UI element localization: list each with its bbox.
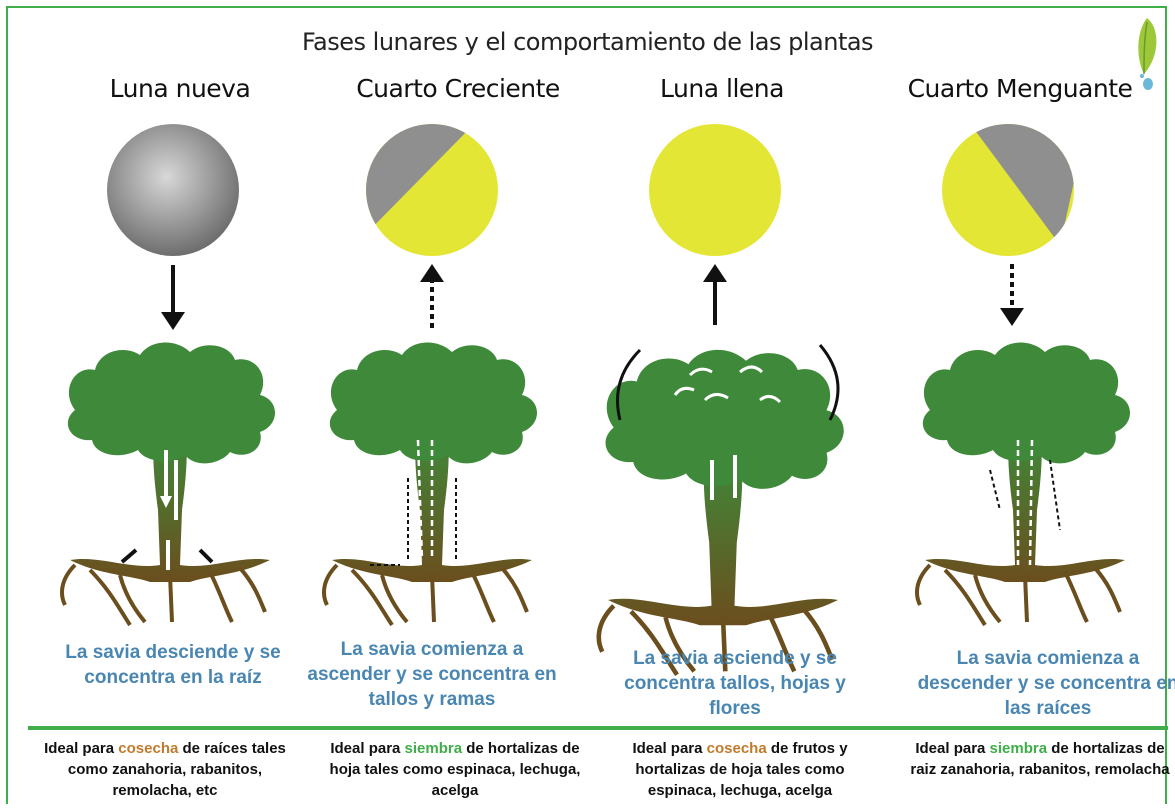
phase-name-luna-nueva: Luna nueva — [109, 74, 251, 103]
page-border — [6, 6, 1167, 804]
keyword-cosecha: cosecha — [706, 740, 767, 757]
ideal-suffix: de raíces tales como zanahoria, rabanito… — [67, 740, 286, 799]
sap-text-luna-llena: La savia asciende y se concentra tallos,… — [624, 648, 846, 719]
page-title: Fases lunares y el comportamiento de las… — [301, 28, 874, 56]
ideal-suffix: de hortalizas de raiz zanahoria, rabanit… — [910, 740, 1170, 778]
sap-text-luna-nueva: La savia desciende y se concentra en la … — [65, 642, 281, 688]
sap-text-cuarto-menguante: La savia comienza a descender y se conce… — [917, 648, 1175, 719]
phase-name-cuarto-menguante: Cuarto Menguante — [907, 74, 1133, 103]
leaf-footprint-icon — [1138, 18, 1157, 90]
ideal-text-cuarto-menguante: Ideal para siembra de hortalizas de raiz… — [905, 738, 1175, 780]
ideal-prefix: Ideal para — [915, 740, 990, 757]
keyword-cosecha: cosecha — [118, 740, 179, 757]
section-divider — [28, 726, 1168, 730]
ideal-prefix: Ideal para — [330, 740, 405, 757]
ideal-suffix: de frutos y hortalizas de hoja tales com… — [635, 740, 848, 799]
keyword-siembra: siembra — [989, 740, 1048, 757]
ideal-text-luna-nueva: Ideal para cosecha de raíces tales como … — [30, 738, 300, 801]
ideal-text-luna-llena: Ideal para cosecha de frutos y hortaliza… — [605, 738, 875, 801]
ideal-suffix: de hortalizas de hoja tales como espinac… — [329, 740, 581, 799]
ideal-prefix: Ideal para — [44, 740, 119, 757]
sap-text-cuarto-creciente: La savia comienza a ascender y se concen… — [307, 639, 557, 710]
phase-name-luna-llena: Luna llena — [660, 74, 784, 103]
ideal-prefix: Ideal para — [632, 740, 707, 757]
keyword-siembra: siembra — [404, 740, 463, 757]
ideal-text-cuarto-creciente: Ideal para siembra de hortalizas de hoja… — [320, 738, 590, 801]
phase-name-cuarto-creciente: Cuarto Creciente — [356, 74, 560, 103]
